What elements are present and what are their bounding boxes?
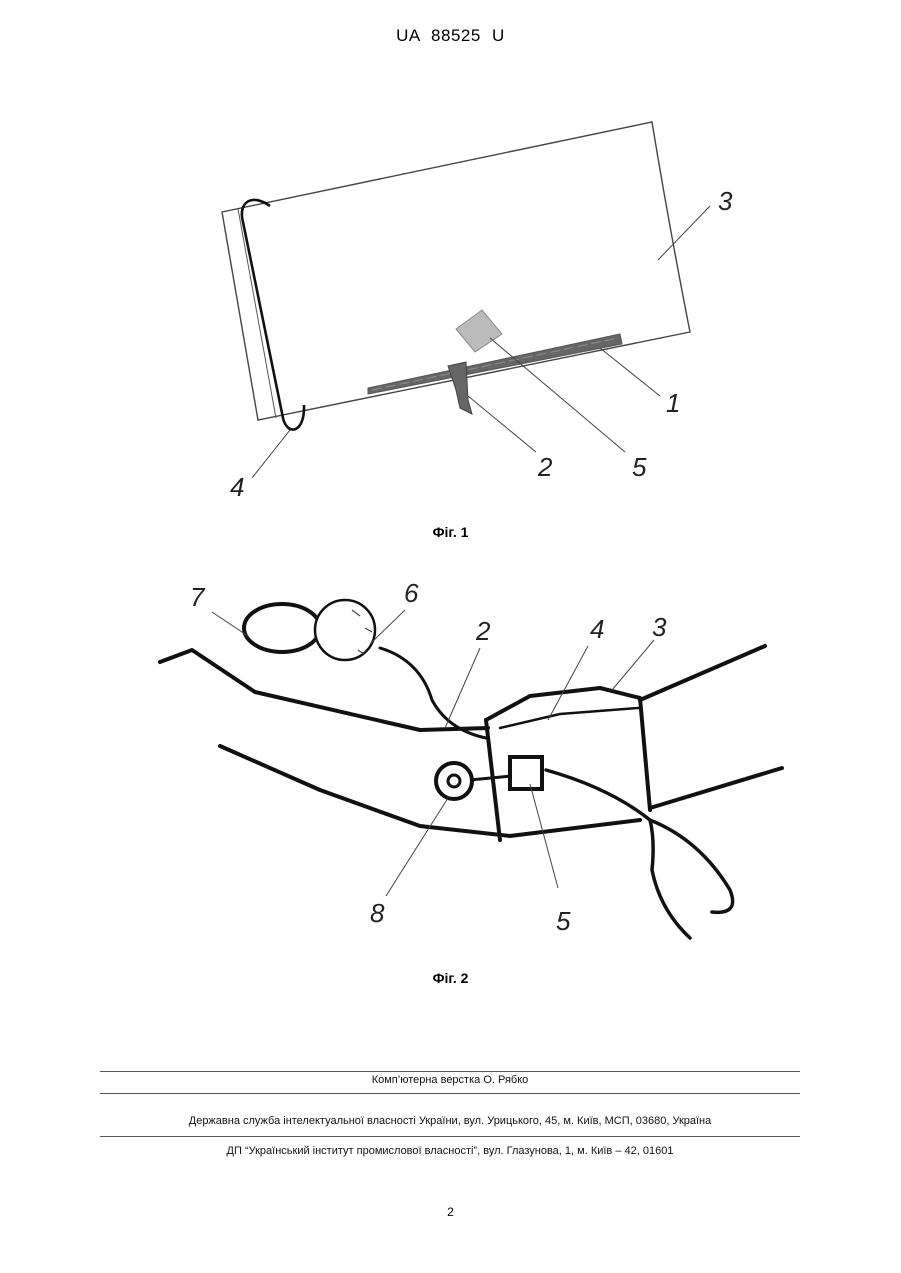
ref-label-4: 4: [590, 614, 604, 644]
ref-label-2: 2: [475, 616, 491, 646]
ref-label-3: 3: [718, 186, 733, 216]
leader-4: [548, 646, 588, 720]
footer-agency: Державна служба інтелектуальної власност…: [100, 1115, 800, 1127]
ref-label-5: 5: [556, 906, 571, 936]
sensor-5: [510, 757, 542, 789]
ref-label-3: 3: [652, 612, 667, 642]
ref-label-8: 8: [370, 898, 385, 928]
figure-2-drawing: 7 6 2 4 3 8 5: [0, 570, 901, 960]
arm-outline-bottom: [220, 746, 640, 836]
figure-2-caption: Фіг. 2: [0, 970, 901, 986]
footer-typesetting: Комп’ютерна верстка О. Рябко: [100, 1074, 800, 1086]
marker-8-center: [448, 775, 460, 787]
connector: [470, 776, 512, 780]
leader-2: [468, 396, 536, 452]
stethoscope-tube: [546, 770, 733, 938]
ref-label-7: 7: [190, 582, 206, 612]
ref-label-6: 6: [404, 578, 419, 608]
patent-number: UA 88525 U: [0, 26, 901, 46]
arm-outline-top: [160, 650, 488, 730]
page-number: 2: [0, 1205, 901, 1219]
ref-label-4: 4: [230, 472, 244, 502]
cuff-3: [486, 688, 650, 810]
figure-2: 7 6 2 4 3 8 5: [0, 570, 901, 960]
figure-1-caption: Фіг. 1: [0, 524, 901, 540]
ref-label-1: 1: [666, 388, 680, 418]
leader-4: [252, 430, 290, 478]
leader-8: [386, 798, 448, 896]
leader-3: [612, 640, 654, 690]
cuff-left-edge: [486, 720, 500, 840]
shoulder-line-top: [640, 646, 765, 700]
footer-institute: ДП “Український інститут промислової вла…: [100, 1145, 800, 1157]
footer-rule-1: [100, 1071, 800, 1072]
bulb-7: [244, 604, 320, 652]
footer-rule-2: [100, 1093, 800, 1094]
leader-5: [530, 784, 558, 888]
ref-label-5: 5: [632, 452, 647, 482]
leader-2: [445, 648, 480, 728]
manometer-6: [315, 600, 375, 660]
figure-1: 3 1 5 2 4: [0, 100, 901, 520]
clasp-4: [500, 708, 638, 728]
figure-1-drawing: 3 1 5 2 4: [0, 100, 901, 520]
ref-label-2: 2: [537, 452, 553, 482]
shoulder-line-bottom: [650, 768, 782, 808]
footer-rule-3: [100, 1136, 800, 1137]
leader-1: [600, 348, 660, 396]
